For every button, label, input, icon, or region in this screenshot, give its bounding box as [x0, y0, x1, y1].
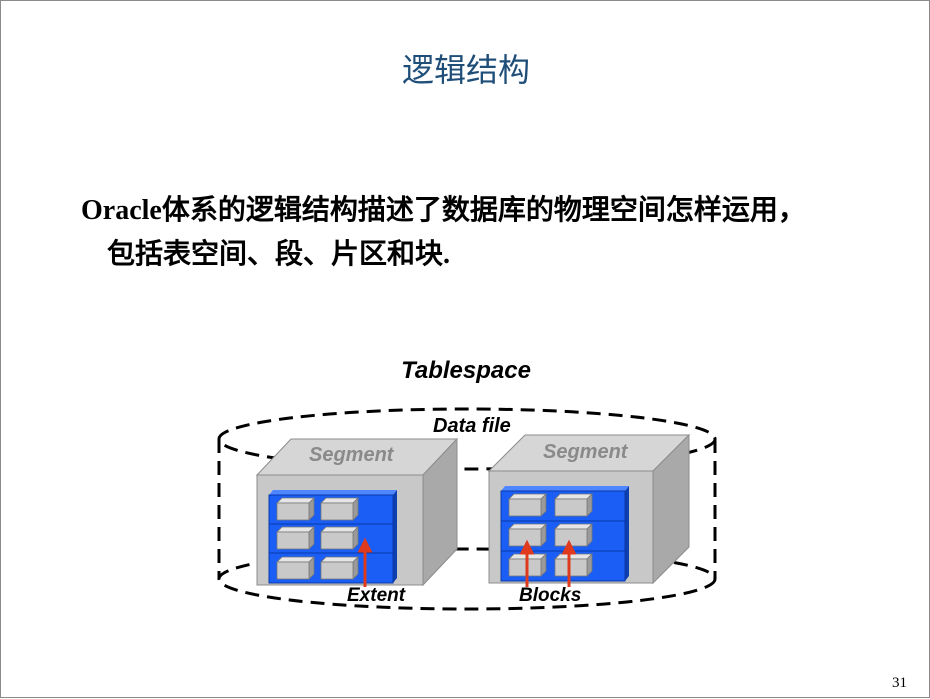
data-blocks	[276, 493, 593, 580]
data-file-label: Data file	[433, 415, 511, 437]
slide-body: Oracle体系的逻辑结构描述了数据库的物理空间怎样运用， 包括表空间、段、片区…	[81, 189, 891, 277]
segment-label-left: Segment	[309, 444, 394, 466]
block-3	[320, 526, 359, 550]
block-7	[554, 493, 593, 517]
blocks-arrow-2-head	[561, 539, 577, 555]
segment-label-right: Segment	[543, 441, 628, 463]
block-6	[508, 493, 547, 517]
block-11	[554, 553, 593, 577]
extent-arrow-head	[357, 537, 373, 553]
block-5	[320, 556, 359, 580]
blocks-arrow-1-head	[519, 539, 535, 555]
data-file-cylinder	[217, 407, 717, 611]
red-arrows	[357, 537, 577, 587]
block-2	[276, 526, 315, 550]
block-0	[276, 497, 315, 521]
body-line-1: Oracle体系的逻辑结构描述了数据库的物理空间怎样运用，	[81, 195, 806, 226]
extent-label: Extent	[347, 585, 406, 606]
page-number: 31	[892, 675, 907, 691]
body-line-2: 包括表空间、段、片区和块.	[107, 239, 451, 270]
diagram-title: Tablespace	[401, 357, 531, 384]
blocks-label: Blocks	[519, 585, 582, 606]
block-4	[276, 556, 315, 580]
block-9	[554, 523, 593, 547]
block-1	[320, 497, 359, 521]
slide-title: 逻辑结构	[401, 51, 530, 89]
